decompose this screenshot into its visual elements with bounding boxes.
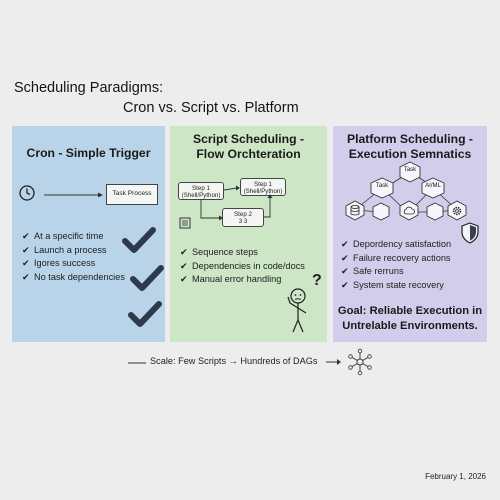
clock-icon <box>19 185 35 201</box>
list-item: ✔System state recovery <box>341 279 451 293</box>
list-item: ✔Launch a process <box>22 244 125 258</box>
platform-goal: Goal: Reliable Execution in Untrelable E… <box>333 304 487 334</box>
platform-feature-list: ✔Depordency satisfaction ✔Failure recove… <box>341 238 451 292</box>
dag-diagram <box>345 161 467 221</box>
goal-line2: Untrelable Environments. <box>342 320 478 332</box>
list-item: ✔Safe rerruns <box>341 265 451 279</box>
confused-person-icon <box>287 288 307 333</box>
cron-feature-list: ✔At a specific time ✔Launch a process ✔I… <box>22 230 125 284</box>
arrow-right-icon <box>44 192 103 198</box>
list-item: ✔Igores success <box>22 257 125 271</box>
list-item: ✔Dependencies in code/docs <box>180 260 305 274</box>
list-item: ✔No task dependencies <box>22 271 125 285</box>
check-icon: ✔ <box>22 258 30 268</box>
gear-icon <box>452 206 462 216</box>
big-check-icon-1 <box>122 227 156 253</box>
check-icon: ✔ <box>180 260 188 271</box>
scroll-icon <box>179 217 191 229</box>
check-icon: ✔ <box>341 239 349 249</box>
step1-box-b: Step 1(Shell/Python) <box>240 178 286 196</box>
scale-leading-line <box>128 362 146 364</box>
cloud-icon <box>403 206 415 215</box>
step1-box-a: Step 1(Shell/Python) <box>178 182 224 200</box>
list-item: ✔Manual error handling <box>180 273 305 287</box>
diagram-title-line1: Scheduling Paradigms: <box>14 80 164 96</box>
script-heading: Script Scheduling - Flow Orchteration <box>170 132 327 162</box>
check-icon: ✔ <box>341 252 349 263</box>
script-heading-line1: Script Scheduling - <box>192 132 305 146</box>
script-feature-list: ✔Sequence steps ✔Dependencies in code/do… <box>180 246 305 287</box>
task-process-box: Task Process <box>106 184 158 205</box>
check-icon: ✔ <box>22 231 30 241</box>
check-icon: ✔ <box>22 271 30 282</box>
question-mark: ? <box>312 272 322 289</box>
platform-heading-line2: Execution Semnatics <box>348 147 472 161</box>
network-hub-icon <box>348 348 372 376</box>
task-process-label: Task Process <box>112 190 152 197</box>
scale-arrow-icon <box>326 359 341 365</box>
check-icon: ✔ <box>341 266 349 276</box>
platform-panel: Platform Scheduling - Execution Semnatic… <box>333 126 487 342</box>
big-check-icon-2 <box>130 265 164 291</box>
check-icon: ✔ <box>180 247 188 257</box>
flow-arrows <box>200 185 273 221</box>
node-task-top: Task <box>403 167 417 173</box>
check-icon: ✔ <box>22 244 30 255</box>
list-item: ✔Failure recovery actions <box>341 252 451 266</box>
list-item: ✔Depordency satisfaction <box>341 238 451 252</box>
database-icon <box>350 205 360 216</box>
node-aiml: AI/ML <box>425 183 441 189</box>
script-panel: Script Scheduling - Flow Orchteration St… <box>170 126 327 342</box>
platform-heading-line1: Platform Scheduling - <box>347 132 473 146</box>
shield-icon <box>461 222 479 244</box>
footer-date: February 1, 2026 <box>425 472 486 481</box>
list-item: ✔Sequence steps <box>180 246 305 260</box>
node-task-left: Task <box>375 183 389 189</box>
cron-heading: Cron - Simple Trigger <box>26 146 151 160</box>
big-check-icon-3 <box>128 301 162 327</box>
list-item: ✔At a specific time <box>22 230 125 244</box>
check-icon: ✔ <box>180 274 188 284</box>
goal-line1: Goal: Reliable Execution in <box>337 305 483 317</box>
platform-heading: Platform Scheduling - Execution Semnatic… <box>333 132 487 162</box>
scale-caption: Scale: Few Scripts → Hundreds of DAGs <box>150 356 318 366</box>
cron-panel: Cron - Simple Trigger Task Process ✔At a… <box>12 126 165 342</box>
script-heading-line2: Flow Orchteration <box>196 147 301 161</box>
check-icon: ✔ <box>341 279 349 290</box>
diagram-title-line2: Cron vs. Script vs. Platform <box>123 100 299 116</box>
